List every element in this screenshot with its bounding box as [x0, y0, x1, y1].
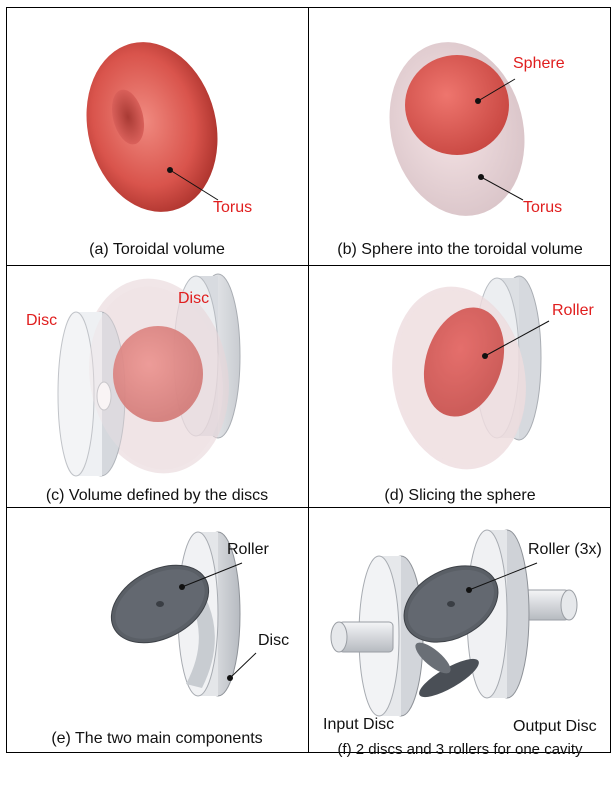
label-torus-b: Torus	[523, 199, 562, 217]
label-disc-left: Disc	[26, 312, 57, 330]
caption-d: (d) Slicing the sphere	[309, 487, 611, 505]
label-torus: Torus	[213, 199, 252, 217]
caption-f: (f) 2 discs and 3 rollers for one cavity	[309, 741, 611, 758]
label-roller-3x: Roller (3x)	[528, 541, 602, 559]
label-disc-e: Disc	[258, 632, 289, 650]
label-input-disc: Input Disc	[323, 716, 394, 734]
caption-a: (a) Toroidal volume	[6, 241, 308, 259]
panel-c: Disc Disc (c) Volume defined by the disc…	[6, 266, 308, 507]
label-output-disc: Output Disc	[513, 718, 597, 736]
figure-grid: Torus (a) Toroidal volume Sphere	[6, 7, 611, 753]
caption-b: (b) Sphere into the toroidal volume	[309, 241, 611, 259]
sliced-sphere-illustration	[309, 266, 611, 481]
label-disc-right: Disc	[178, 290, 209, 308]
torus-illustration	[6, 7, 308, 235]
caption-c: (c) Volume defined by the discs	[6, 487, 308, 505]
label-sphere: Sphere	[513, 55, 565, 73]
panel-a: Torus (a) Toroidal volume	[6, 7, 308, 265]
panel-f: Roller (3x) Input Disc Output Disc (f) 2…	[309, 508, 611, 753]
panel-d: Roller (d) Slicing the sphere	[309, 266, 611, 507]
sphere-in-torus-illustration	[309, 7, 611, 235]
panel-b: Sphere Torus (b) Sphere into the toroida…	[309, 7, 611, 265]
label-roller-e: Roller	[227, 541, 269, 559]
label-roller: Roller	[552, 302, 594, 320]
discs-volume-illustration	[6, 266, 308, 481]
caption-e: (e) The two main components	[6, 730, 308, 748]
panel-e: Roller Disc (e) The two main components	[6, 508, 308, 753]
